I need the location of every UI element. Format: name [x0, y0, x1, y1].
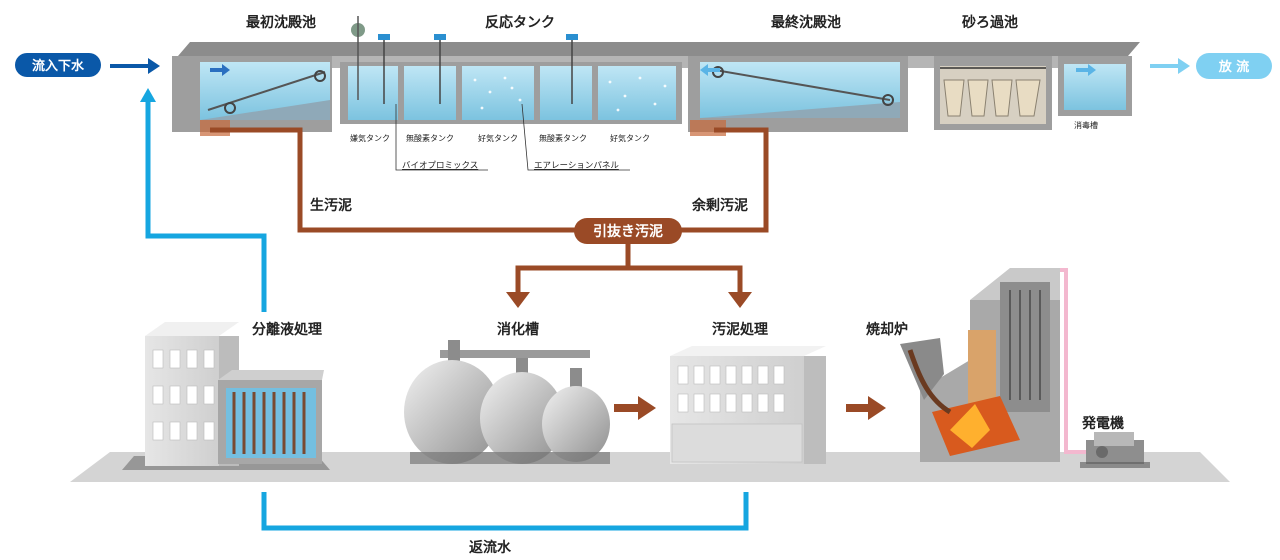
label-aerobic-tank-2: 好気タンク [610, 133, 650, 143]
label-excess-sludge: 余剰汚泥 [691, 197, 748, 214]
label-anaerobic-tank: 嫌気タンク [350, 133, 390, 143]
label-digester: 消化槽 [497, 321, 539, 338]
label-generator: 発電機 [1081, 415, 1124, 432]
label-separated-liquid: 分離液処理 [252, 321, 322, 338]
label-raw-sludge: 生汚泥 [310, 197, 352, 214]
label-aerobic-tank-1: 好気タンク [478, 133, 518, 143]
discharge-arrow [1150, 58, 1190, 74]
label-final-clarifier: 最終沈殿池 [771, 14, 841, 31]
label-withdrawn-sludge: 引抜き汚泥 [593, 223, 663, 240]
label-sludge-treatment: 汚泥処理 [712, 321, 768, 338]
label-discharge: 放 流 [1218, 59, 1250, 75]
reaction-tank-cells [348, 16, 676, 120]
label-bio-mix: バイオプロミックス [402, 161, 478, 171]
arrow-sludge-to-incinerator [846, 396, 886, 420]
inflow-arrow [110, 58, 160, 74]
label-sand-filter: 砂ろ過池 [961, 14, 1018, 31]
sludge-lines [210, 127, 769, 296]
label-inflow: 流入下水 [32, 58, 85, 74]
arrow-to-digester [506, 292, 530, 308]
label-primary-clarifier: 最初沈殿池 [246, 14, 316, 31]
incinerator-facility [900, 268, 1092, 462]
withdrawn-sludge-badge [574, 218, 682, 244]
return-water-lines [145, 100, 749, 531]
treatment-channel [172, 16, 1140, 136]
discharge-badge [1196, 53, 1272, 79]
label-anoxic-tank-2: 無酸素タンク [539, 133, 587, 143]
separated-liquid-facility [122, 322, 330, 470]
digester-facility [404, 340, 610, 464]
generator-facility [1080, 432, 1150, 468]
label-incinerator: 焼却炉 [866, 321, 908, 338]
sludge-treatment-facility [670, 346, 826, 464]
arrow-digester-to-sludge [614, 396, 656, 420]
label-aeration-panel: エアレーションパネル [534, 161, 619, 171]
label-anoxic-tank-1: 無酸素タンク [406, 133, 454, 143]
label-reaction-tank: 反応タンク [485, 14, 555, 31]
return-water-arrowhead [140, 88, 156, 102]
label-return-water: 返流水 [469, 539, 512, 556]
arrow-to-sludge-treatment [728, 292, 752, 308]
label-disinfection-tank: 消毒槽 [1074, 120, 1098, 130]
inflow-badge [15, 53, 101, 77]
